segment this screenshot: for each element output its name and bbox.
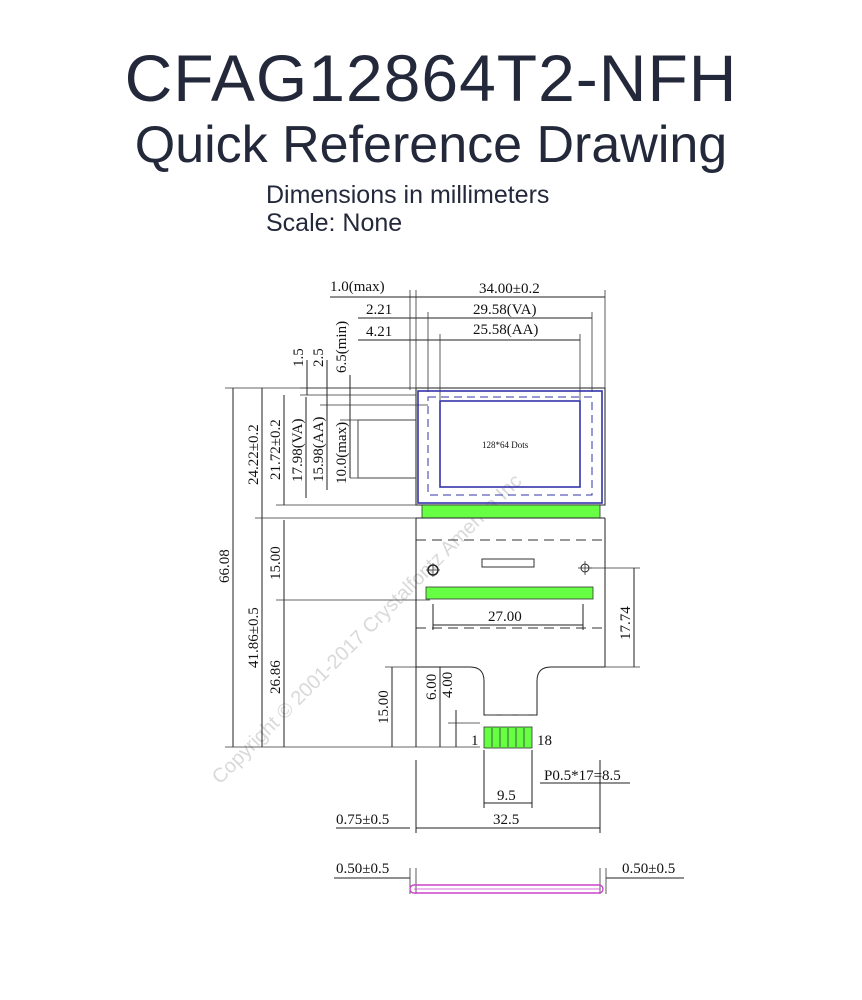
dim-cutout-max: 10.0(max) [334,422,350,484]
dim-tail-length: 41.86±0.5 [246,607,262,668]
dim-tail-width: 32.5 [493,812,519,828]
dim-total-height: 66.08 [217,549,233,583]
drawing-subtitle: Quick Reference Drawing [134,116,728,174]
dim-1-5: 1.5 [291,348,307,367]
dim-lower-tail: 26.86 [268,660,284,694]
dim-pitch: P0.5*17=8.5 [544,768,621,784]
units-note: Dimensions in millimeters [266,181,550,209]
dim-hole-span: 27.00 [488,609,522,625]
dim-upper-tail: 15.00 [268,546,284,580]
dim-aa-offset: 4.21 [366,324,392,340]
tail-dimensions [336,567,640,833]
dim-offset-left: 0.75±0.5 [336,812,389,828]
dim-contact-width: 9.5 [497,788,516,804]
display-resolution-label: 128*64 Dots [482,440,529,450]
dim-outline-width: 34.00±0.2 [479,281,540,297]
scale-note: Scale: None [266,209,403,237]
dim-6-00: 6.00 [424,674,440,700]
dim-2-5: 2.5 [311,348,327,367]
dim-va-width: 29.58(VA) [473,302,536,318]
dim-aa-height: 15.98(AA) [311,417,327,482]
dim-bottom-seg: 15.00 [376,690,392,724]
top-vertical-dims [300,360,428,421]
dim-4-00: 4.00 [440,672,456,698]
module-body [357,387,606,749]
dim-aa-width: 25.58(AA) [473,322,538,338]
dim-va-offset: 2.21 [366,302,392,318]
dim-17-74: 17.74 [618,606,634,640]
side-dim-left: 0.50±0.5 [336,861,389,877]
dim-va-height: 17.98(VA) [290,419,306,482]
dim-glass-height: 24.22±0.2 [246,424,262,485]
dim-glass-inner: 21.72±0.2 [268,419,284,480]
side-view [334,868,684,894]
dim-6-5-min: 6.5(min) [334,321,350,373]
dim-thickness-max: 1.0(max) [330,279,385,295]
top-dimensions [330,290,606,400]
pin-18-label: 18 [537,733,552,749]
side-dim-right: 0.50±0.5 [622,861,675,877]
left-dimensions [225,387,480,748]
pin-1-label: 1 [471,733,479,749]
part-number-title: CFAG12864T2-NFH [124,41,738,115]
